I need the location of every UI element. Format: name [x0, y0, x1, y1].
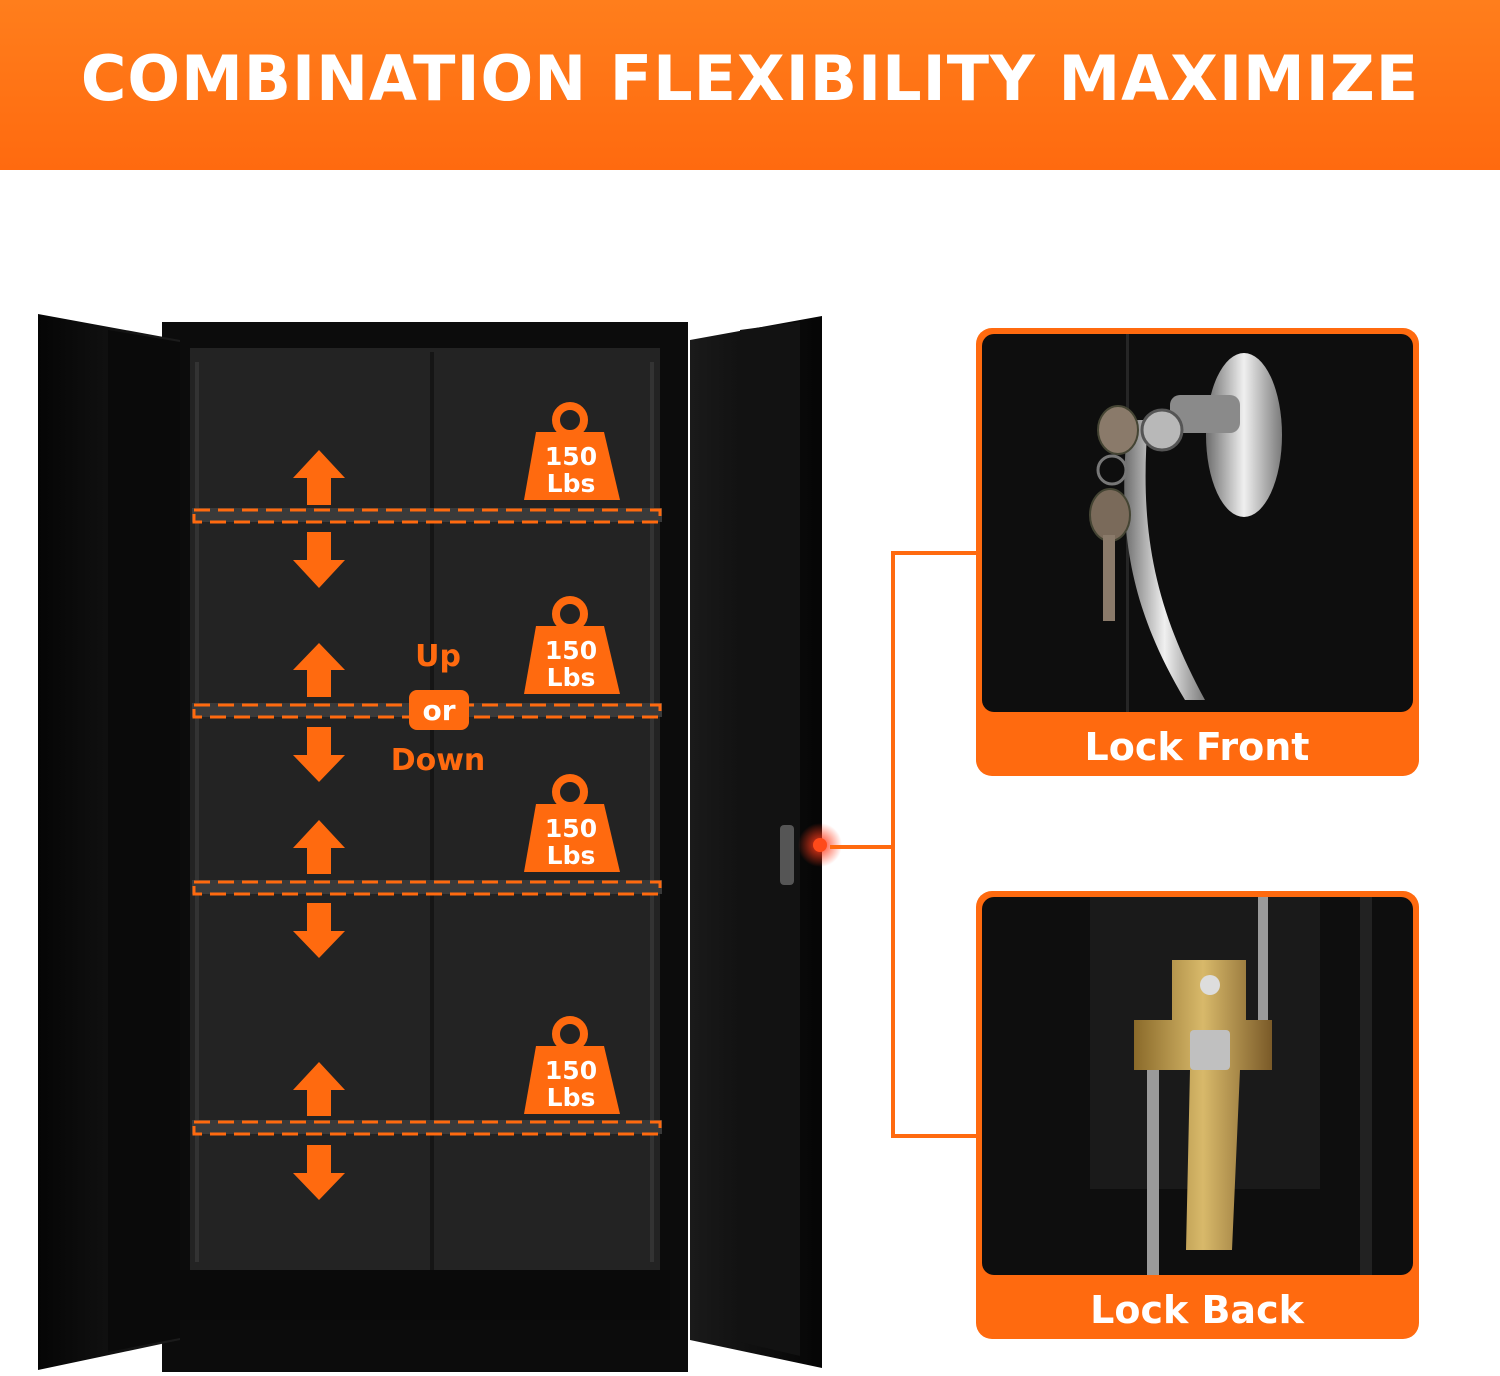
- header-banner: COMBINATION FLEXIBILITY MAXIMIZE: [0, 0, 1500, 170]
- weight-badge-1: 150 Lbs: [524, 402, 620, 500]
- double-arrow-icon: [293, 643, 345, 782]
- svg-text:Lbs: Lbs: [547, 841, 596, 870]
- adjust-up-text: Up: [415, 639, 461, 674]
- svg-text:Lbs: Lbs: [547, 663, 596, 692]
- lock-back-panel: Lock Back: [976, 891, 1419, 1339]
- lock-front-panel: Lock Front: [976, 328, 1419, 776]
- weight-badge-2: 150 Lbs: [524, 596, 620, 694]
- lock-back-label: Lock Back: [1090, 1288, 1304, 1332]
- lock-front-label: Lock Front: [1085, 725, 1310, 769]
- double-arrow-icon: [293, 820, 345, 958]
- svg-text:150: 150: [545, 814, 597, 843]
- adjust-or-text: or: [422, 694, 455, 727]
- svg-text:150: 150: [545, 636, 597, 665]
- double-arrow-icon: [293, 450, 345, 588]
- handle-icon: [1124, 353, 1282, 700]
- door-latch-icon: [780, 825, 794, 885]
- adjust-arrows: [293, 450, 345, 1200]
- shelf-3: [192, 880, 662, 896]
- cabinet: [38, 314, 842, 1372]
- svg-text:150: 150: [545, 1056, 597, 1085]
- callout-connector: [830, 551, 978, 1138]
- weight-badge-4: 150 Lbs: [524, 1016, 620, 1114]
- double-arrow-icon: [293, 1062, 345, 1200]
- key-icon: [1089, 405, 1139, 621]
- svg-text:150: 150: [545, 442, 597, 471]
- banner-title: COMBINATION FLEXIBILITY MAXIMIZE: [80, 42, 1420, 115]
- svg-text:Lbs: Lbs: [547, 1083, 596, 1112]
- svg-text:Lbs: Lbs: [547, 469, 596, 498]
- adjust-down-text: Down: [391, 743, 486, 778]
- shelf-1: [192, 508, 662, 524]
- latch-icon: [1134, 897, 1272, 1275]
- adjust-label: Up or Down: [391, 639, 486, 778]
- weight-badge-3: 150 Lbs: [524, 774, 620, 872]
- shelf-4: [192, 1120, 662, 1136]
